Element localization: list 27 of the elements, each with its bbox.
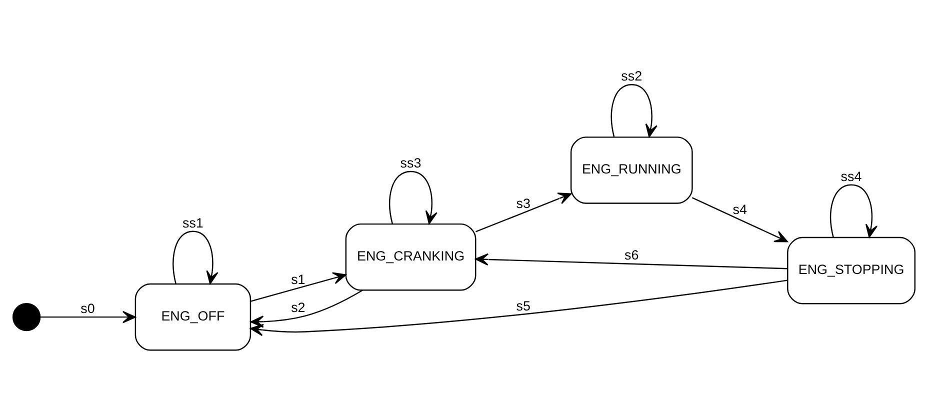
edge-label: s3 [516, 195, 530, 210]
node-box: ENG_OFF [134, 282, 252, 350]
node-box: ENG_CRANKING [345, 222, 476, 290]
arrow [172, 230, 218, 284]
node-box: ENG_STOPPING [787, 236, 916, 304]
arrow [389, 170, 438, 224]
arrow [250, 289, 363, 328]
node-circle [12, 302, 41, 331]
edge-label: s2 [291, 299, 306, 314]
edge-label: s5 [516, 298, 530, 314]
arrow [610, 83, 658, 137]
edge-label: s1 [291, 271, 306, 286]
edge-label: s4 [732, 202, 748, 217]
edge-label: ss2 [621, 68, 642, 84]
arrow [475, 252, 788, 269]
arrow [830, 184, 878, 238]
edge-label: s6 [624, 246, 639, 262]
arrow [692, 196, 788, 242]
edge-label: s0 [80, 300, 95, 316]
arrow [40, 310, 136, 323]
edge-label: ss4 [840, 168, 862, 184]
edge-label: ss1 [182, 215, 204, 230]
node-box: ENG_RUNNING [570, 136, 693, 204]
arrow [476, 192, 572, 232]
arrow [250, 272, 346, 302]
edge-label: ss3 [400, 155, 422, 170]
arrow [250, 279, 788, 336]
